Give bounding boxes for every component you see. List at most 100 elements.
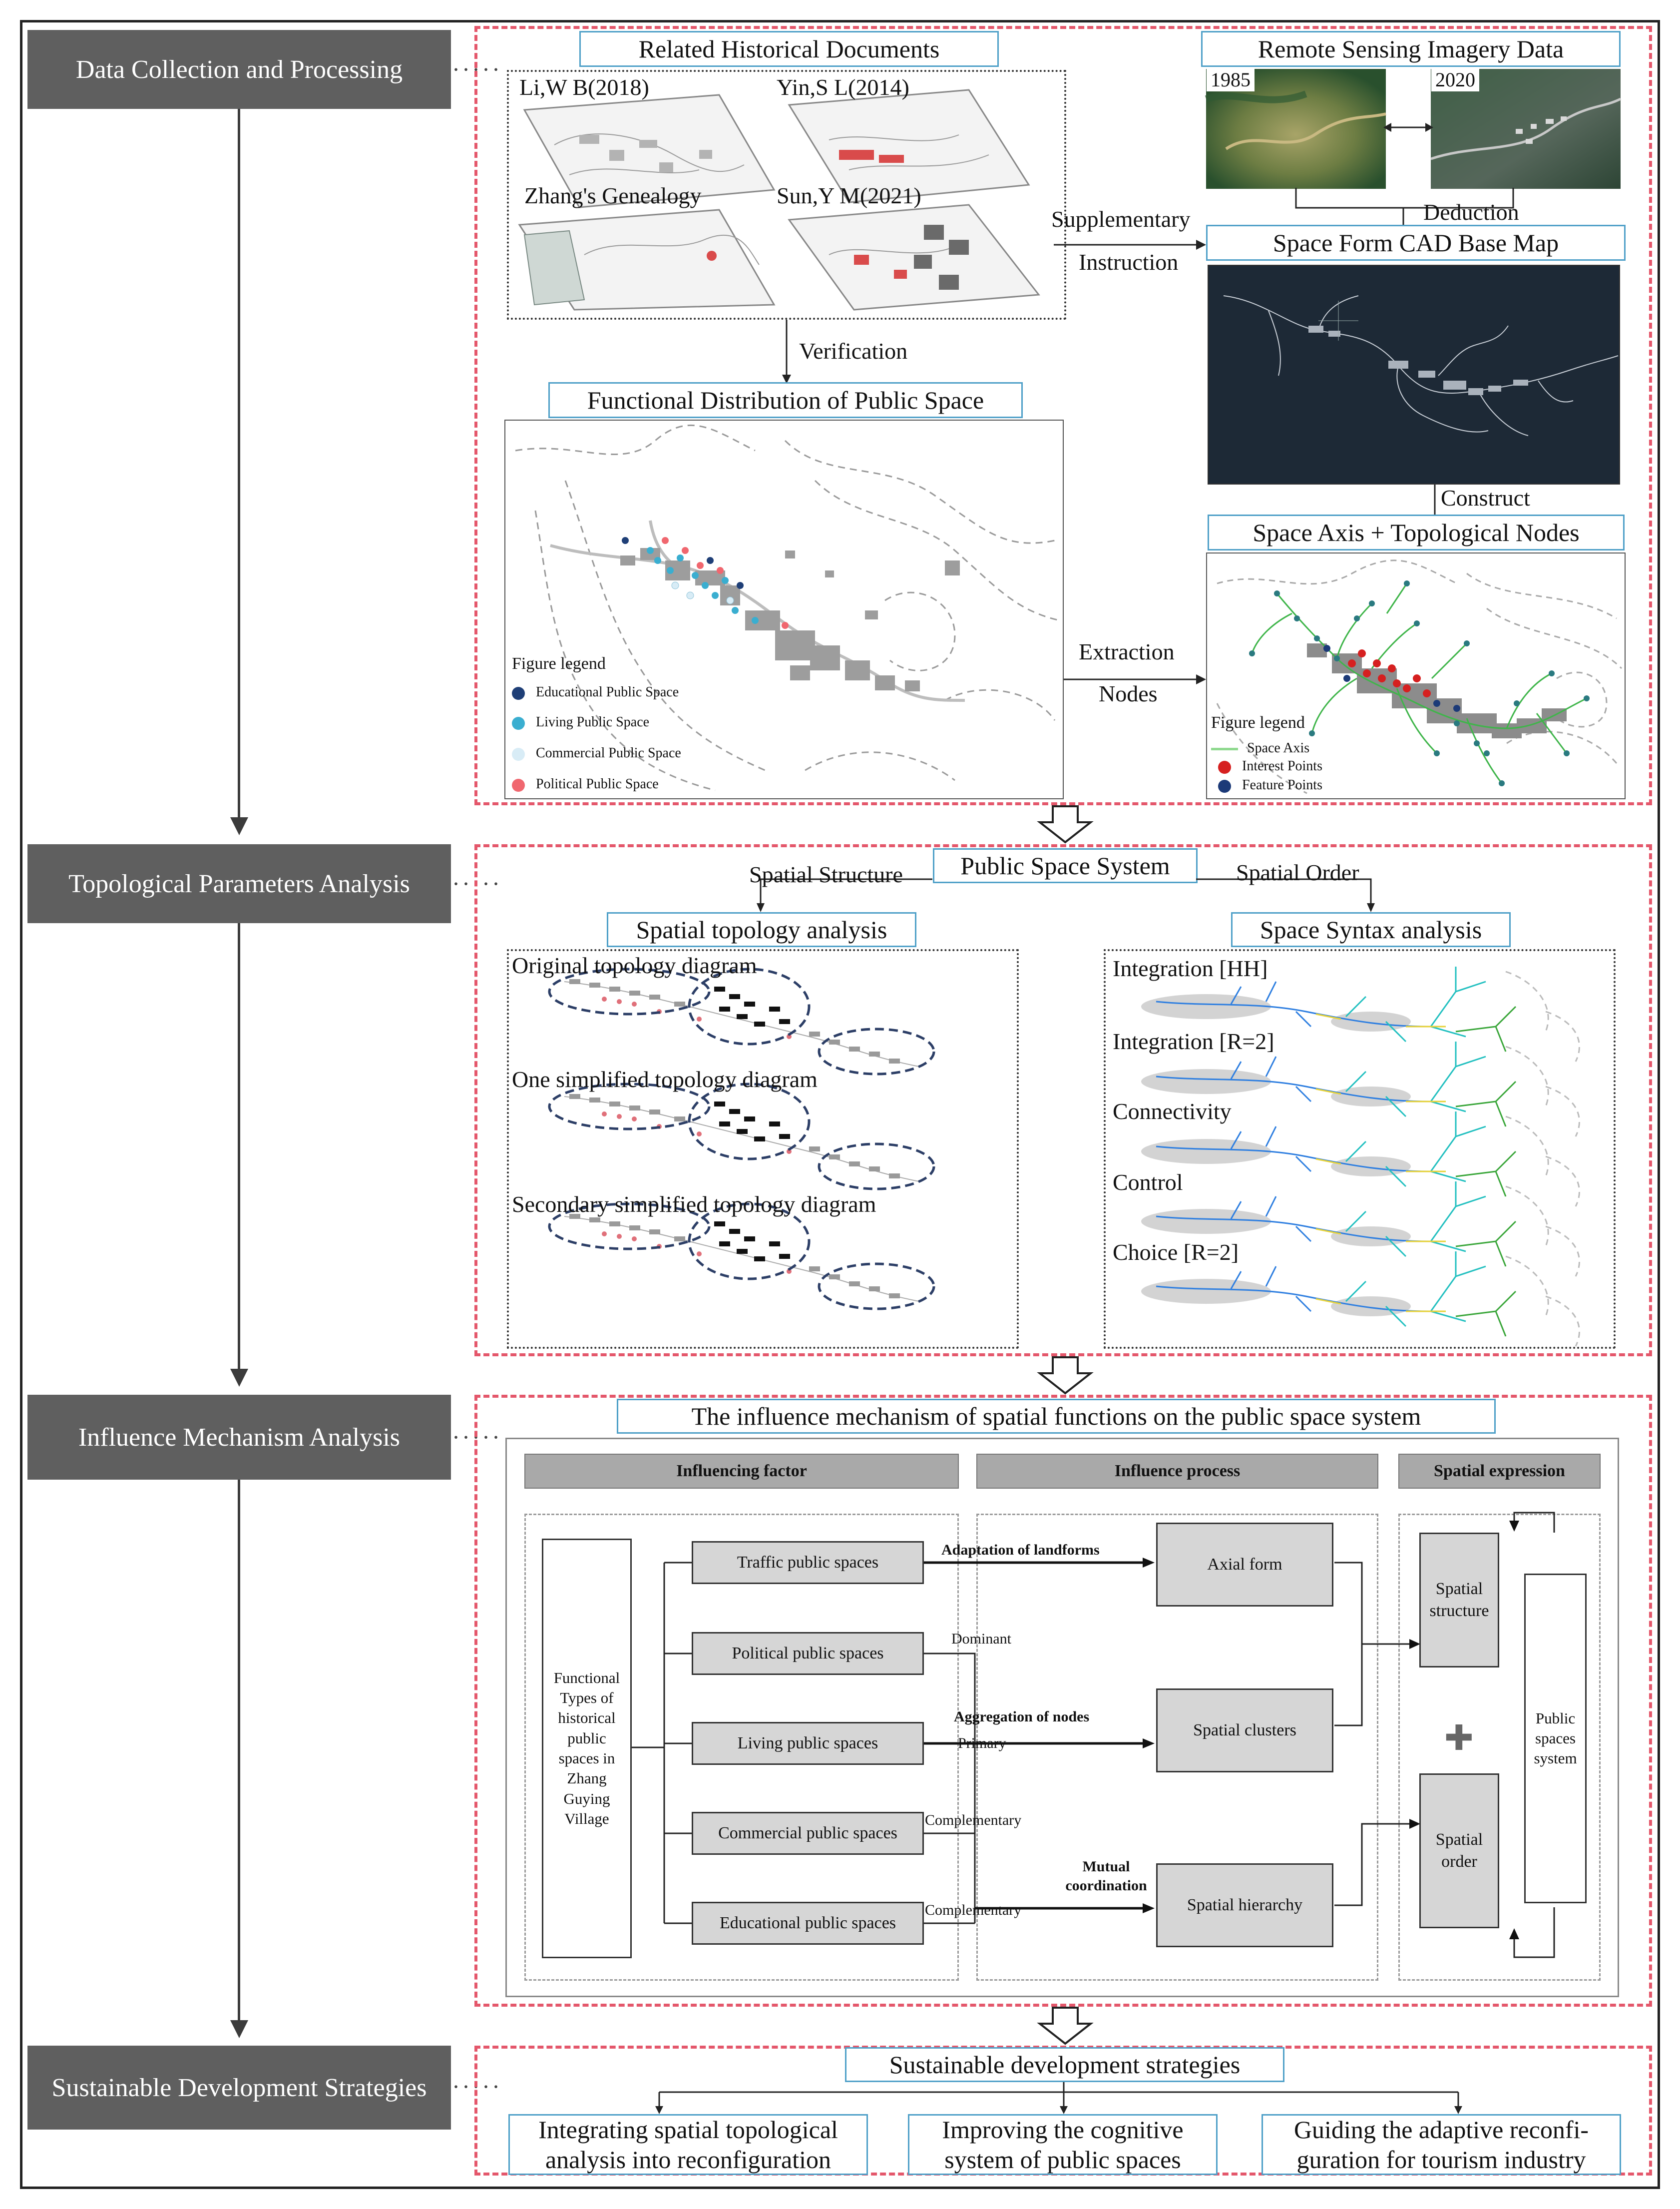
- outcome-axial-form: Axial form: [1156, 1523, 1333, 1607]
- factor-region: [524, 1514, 959, 1981]
- factor-educational: Educational public spaces: [692, 1902, 924, 1945]
- factor-commercial: Commercial public spaces: [692, 1812, 924, 1855]
- legend-feature-points: Feature Points: [1211, 777, 1322, 793]
- factor-traffic: Traffic public spaces: [692, 1541, 924, 1584]
- doc-label-sun: Sun,Y M(2021): [777, 183, 921, 208]
- verification-arrow: [782, 320, 791, 384]
- cad-base-map: [1208, 265, 1620, 485]
- functional-distribution-map: [504, 420, 1064, 799]
- space-axis-line-icon: [1211, 748, 1238, 751]
- topology-diagrams: [548, 968, 935, 1346]
- stage-label: Sustainable Development Strategies: [51, 2073, 427, 2102]
- extraction-arrow: [1064, 674, 1206, 684]
- year-label-2020: 2020: [1431, 68, 1479, 91]
- spatial-topology-title: Spatial topology analysis: [607, 912, 916, 947]
- historical-document-sheets: [518, 89, 1040, 311]
- space-axis-title: Space Axis + Topological Nodes: [1208, 515, 1625, 551]
- flow-spine: [238, 923, 240, 1369]
- double-arrow-icon: [1383, 123, 1433, 132]
- syntax-label-control: Control: [1113, 1169, 1183, 1195]
- flow-spine: [238, 109, 240, 818]
- spatial-order-label: Spatial Order: [1236, 860, 1359, 885]
- flow-arrow-icon: [230, 1369, 248, 1387]
- header-influencing-factor: Influencing factor: [524, 1454, 959, 1489]
- historical-documents-title: Related Historical Documents: [579, 31, 999, 67]
- syntax-label-integration-hh: Integration [HH]: [1113, 956, 1268, 981]
- header-spatial-expression: Spatial expression: [1398, 1454, 1601, 1489]
- influence-mechanism-title: The influence mechanism of spatial funct…: [617, 1399, 1496, 1434]
- section-topological-analysis: [474, 844, 1652, 1356]
- extraction-label: Extraction: [1079, 639, 1175, 664]
- stage-topological-analysis[interactable]: Topological Parameters Analysis: [27, 844, 451, 923]
- legend-title-2: Figure legend: [1211, 713, 1305, 732]
- feature-point-icon: [1218, 779, 1231, 793]
- public-space-system-title: Public Space System: [933, 848, 1198, 883]
- factor-living: Living public spaces: [692, 1722, 924, 1765]
- flow-arrow-icon: [230, 2020, 248, 2038]
- spatial-structure-box: Spatial structure: [1419, 1533, 1499, 1667]
- section-influence-mechanism: [474, 1395, 1652, 2007]
- year-label-1985: 1985: [1207, 68, 1255, 91]
- section-data-collection: [474, 26, 1652, 805]
- spatial-order-box: Spatial order: [1419, 1773, 1499, 1928]
- expression-region: [1398, 1514, 1601, 1981]
- legend-space-axis: Space Axis: [1211, 740, 1309, 756]
- supplementary-label: Supplementary: [1051, 206, 1191, 232]
- topology-diagrams-panel: [507, 949, 1019, 1349]
- nodes-label: Nodes: [1099, 681, 1158, 706]
- cad-base-map-title: Space Form CAD Base Map: [1206, 225, 1626, 261]
- supplementary-arrow: [1054, 240, 1206, 250]
- outcome-spatial-hierarchy: Spatial hierarchy: [1156, 1863, 1333, 1947]
- syntax-maps-panel: [1104, 949, 1616, 1349]
- hollow-down-arrow-icon: [1037, 2007, 1094, 2045]
- role-complementary-1: Complementary: [925, 1812, 1022, 1828]
- process-adaptation-of-landforms: Adaptation of landforms: [941, 1542, 1100, 1558]
- strategy-branch-lines: [655, 2082, 1462, 2114]
- legend-commercial: Commercial Public Space: [512, 745, 681, 761]
- stage-data-collection[interactable]: Data Collection and Processing: [27, 30, 451, 109]
- topology-label-secondary: Secondary simplified topology diagram: [512, 1191, 876, 1217]
- process-aggregation-of-nodes: Aggregation of nodes: [954, 1708, 1090, 1725]
- role-dominant: Dominant: [951, 1631, 1011, 1647]
- syntax-label-choice-r2: Choice [R=2]: [1113, 1239, 1239, 1265]
- stage-sustainable-strategies[interactable]: Sustainable Development Strategies: [27, 2046, 451, 2130]
- flow-spine: [238, 1480, 240, 2020]
- strategy-guiding-tourism[interactable]: Guiding the adaptive reconfi-guration fo…: [1261, 2114, 1621, 2175]
- outcome-spatial-clusters: Spatial clusters: [1156, 1688, 1333, 1772]
- construct-label: Construct: [1441, 485, 1530, 511]
- hollow-down-arrow-icon: [1037, 1356, 1094, 1395]
- stage-label: Influence Mechanism Analysis: [78, 1423, 401, 1452]
- syntax-label-connectivity: Connectivity: [1113, 1099, 1232, 1124]
- hollow-down-arrow-icon: [1037, 805, 1094, 844]
- functional-distribution-title: Functional Distribution of Public Space: [548, 382, 1023, 418]
- legend-title-1: Figure legend: [512, 654, 606, 673]
- commercial-dot-icon: [512, 747, 525, 761]
- stage-influence-mechanism[interactable]: Influence Mechanism Analysis: [27, 1395, 451, 1480]
- outer-frame: [20, 20, 1660, 2189]
- header-influence-process: Influence process: [976, 1454, 1378, 1489]
- syntax-maps: [1140, 967, 1580, 1347]
- process-region: [976, 1514, 1378, 1981]
- doc-label-yin: Yin,S L(2014): [777, 74, 909, 100]
- public-spaces-system-box: Public spaces system: [1524, 1574, 1587, 1903]
- spatial-structure-label: Spatial Structure: [749, 862, 903, 887]
- remote-sensing-title: Remote Sensing Imagery Data: [1201, 31, 1621, 67]
- mechanism-diagram-frame: [505, 1438, 1619, 1997]
- process-mutual-coordination: Mutual coordination: [1065, 1858, 1147, 1894]
- doc-label-zhang: Zhang's Genealogy: [524, 183, 702, 208]
- flow-arrow-icon: [230, 817, 248, 835]
- educational-dot-icon: [512, 686, 525, 700]
- stage-label: Data Collection and Processing: [75, 55, 403, 84]
- sustainable-strategies-title: Sustainable development strategies: [845, 2047, 1284, 2082]
- space-syntax-title: Space Syntax analysis: [1231, 912, 1511, 947]
- verification-label: Verification: [799, 338, 908, 364]
- topology-label-one-simplified: One simplified topology diagram: [512, 1067, 818, 1092]
- role-complementary-2: Complementary: [925, 1902, 1022, 1918]
- topology-label-original: Original topology diagram: [512, 953, 757, 978]
- living-dot-icon: [512, 716, 525, 730]
- system-branch-lines: [757, 878, 1375, 912]
- interest-point-icon: [1218, 760, 1231, 774]
- instruction-label: Instruction: [1079, 249, 1179, 275]
